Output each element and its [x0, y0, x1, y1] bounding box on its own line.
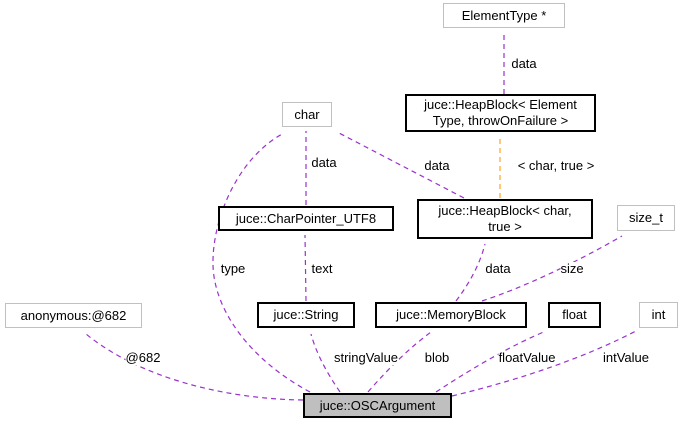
node-label: char	[294, 106, 320, 122]
edge-label-size: size	[560, 261, 584, 276]
edge-oscargument-to-anonymous	[85, 333, 304, 401]
node-heapblock-elementtype[interactable]: juce::HeapBlock< Element Type, throwOnFa…	[405, 94, 596, 132]
edge-label-intvalue: intValue	[602, 350, 650, 365]
edge-oscargument-to-char-type	[212, 132, 311, 393]
edge-label-floatvalue: floatValue	[498, 350, 556, 365]
edge-label-data-memoryblock: data	[485, 261, 511, 276]
node-label: anonymous:@682	[20, 307, 127, 323]
node-size-t: size_t	[617, 205, 675, 231]
edge-label-data-charpointer: data	[311, 155, 337, 170]
edge-oscargument-to-int	[451, 330, 637, 397]
edge-memoryblock-to-heapblockchar	[455, 243, 486, 302]
edge-oscargument-to-memoryblock	[367, 331, 432, 393]
node-char: char	[282, 102, 332, 127]
node-label: juce::OSCArgument	[319, 397, 436, 413]
node-juce-oscargument-main: juce::OSCArgument	[303, 393, 452, 418]
edge-label-blob: blob	[424, 350, 450, 365]
node-label-line2: Type, throwOnFailure >	[432, 113, 569, 128]
node-label: juce::CharPointer_UTF8	[235, 210, 377, 226]
node-label: juce::String	[273, 307, 339, 322]
node-label-line1: juce::HeapBlock< Element	[424, 97, 577, 112]
node-label-line2: true >	[488, 219, 522, 234]
node-label: ElementType *	[461, 7, 547, 23]
node-anonymous-union: anonymous:@682	[5, 303, 142, 328]
edge-label-data-elementtype: data	[511, 56, 537, 71]
node-label-line1: juce::HeapBlock< char,	[438, 203, 572, 218]
edge-label-type: type	[220, 261, 246, 276]
node-label: juce::MemoryBlock	[396, 307, 506, 322]
edge-label-stringvalue: stringValue	[333, 350, 399, 365]
node-label: float	[562, 307, 587, 322]
node-int: int	[639, 302, 678, 328]
edge-label-data-heapblock: data	[424, 158, 450, 173]
node-heapblock-char[interactable]: juce::HeapBlock< char, true >	[417, 199, 593, 239]
edge-label-template-args: < char, true >	[517, 158, 595, 173]
edge-label-anon-682: @682	[125, 350, 161, 365]
node-float[interactable]: float	[548, 302, 601, 328]
node-label: size_t	[629, 210, 663, 225]
edge-heapblockchar-to-char	[338, 132, 465, 199]
edge-label-text: text	[311, 261, 333, 276]
node-juce-string[interactable]: juce::String	[257, 302, 355, 328]
edge-string-to-charpointer	[304, 234, 307, 302]
node-juce-memoryblock[interactable]: juce::MemoryBlock	[375, 302, 527, 328]
node-charpointer-utf8[interactable]: juce::CharPointer_UTF8	[218, 206, 394, 231]
node-elementtype-pointer: ElementType *	[443, 3, 565, 28]
node-label: int	[651, 307, 666, 322]
